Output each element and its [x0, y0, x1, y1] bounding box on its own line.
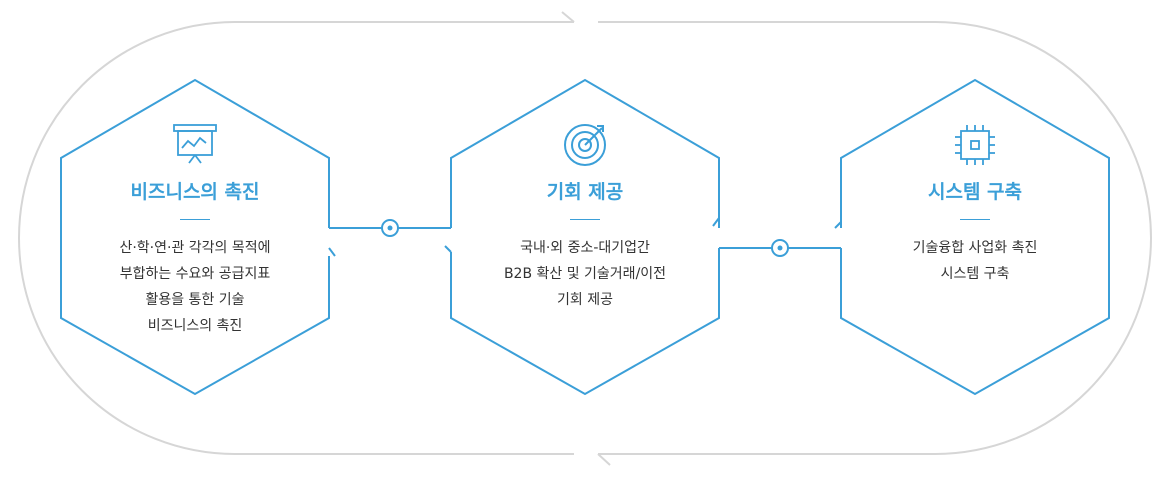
description-line: 산·학·연·관 각각의 목적에: [119, 240, 271, 256]
description-line: 국내·외 중소-대기업간: [520, 240, 650, 256]
connector-node-2-dot: [777, 245, 783, 251]
hexagon-opportunity-lower: [450, 248, 720, 396]
title-rule: [180, 219, 210, 220]
step-title: 비즈니스의 촉진: [130, 181, 260, 203]
cycle-arrow-top: [561, 11, 575, 23]
step-title: 기회 제공: [546, 181, 624, 203]
description-line: 시스템 구축: [940, 266, 1010, 282]
description-line: 비즈니스의 촉진: [147, 318, 243, 334]
step-description: 국내·외 중소-대기업간 B2B 확산 및 기술거래/이전 기회 제공: [465, 235, 705, 313]
cycle-ring-top: [18, 21, 574, 455]
hexagon-opportunity-arrow-b: [444, 245, 452, 253]
hexagon-opportunity-arrow-a: [712, 217, 720, 227]
description-line: 활용을 통한 기술: [145, 292, 245, 308]
step-description: 기술융합 사업화 촉진 시스템 구축: [855, 235, 1095, 287]
description-line: 부합하는 수요와 공급지표: [119, 266, 271, 282]
title-rule: [570, 219, 600, 220]
cycle-ring-bottom: [598, 21, 1152, 455]
microchip-icon: [955, 125, 995, 165]
step-title: 시스템 구축: [927, 181, 1022, 203]
hexagon-system: [840, 78, 1110, 396]
hexagon-business: [60, 78, 330, 396]
hexagon-system-arrow: [834, 221, 842, 229]
target-icon: [564, 124, 606, 166]
cycle-arrow-bottom: [597, 453, 611, 466]
title-rule: [960, 219, 990, 220]
hexagon-business-arrow: [328, 247, 336, 257]
step-description: 산·학·연·관 각각의 목적에 부합하는 수요와 공급지표 활용을 통한 기술 …: [75, 235, 315, 339]
presentation-chart-icon: [173, 124, 217, 164]
description-line: B2B 확산 및 기술거래/이전: [503, 266, 667, 282]
connector-node-1-dot: [387, 225, 393, 231]
hexagon-opportunity: [450, 78, 720, 228]
description-line: 기술융합 사업화 촉진: [912, 240, 1038, 256]
description-line: 기회 제공: [557, 292, 613, 308]
